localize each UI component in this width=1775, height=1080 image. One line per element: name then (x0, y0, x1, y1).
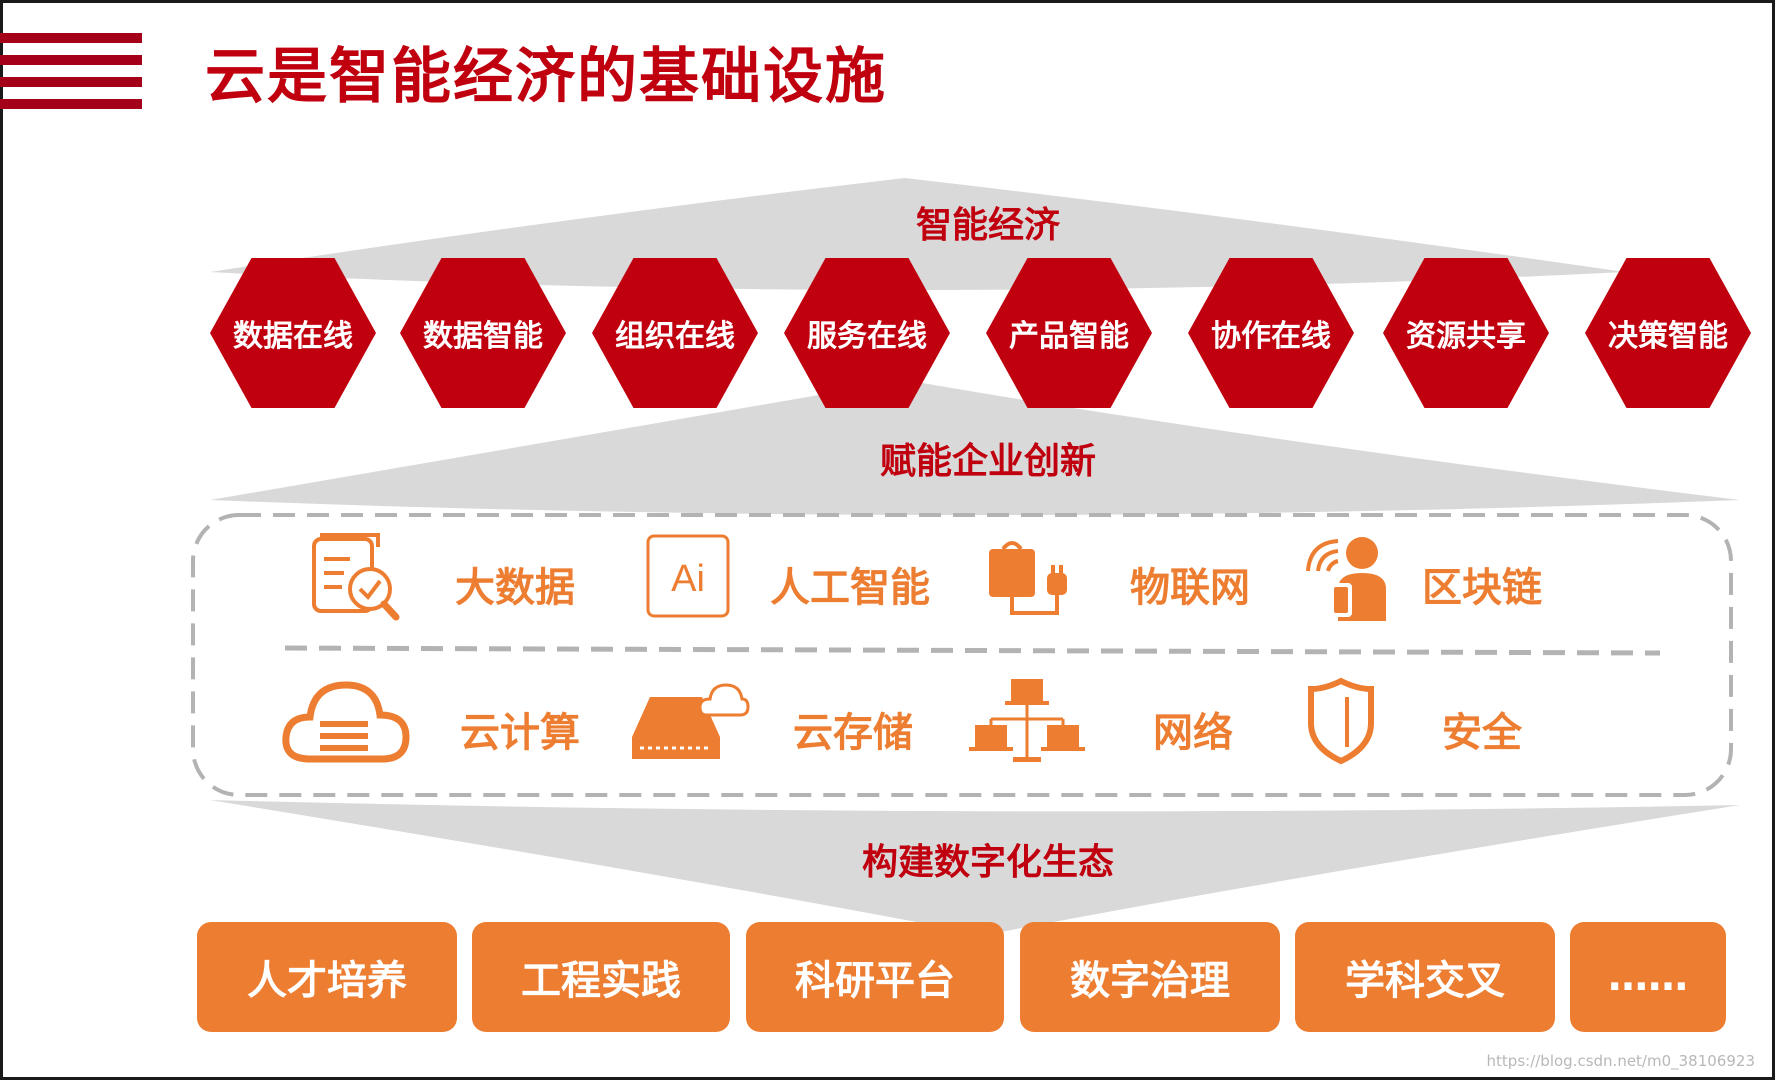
band-label-top: 智能经济 (915, 205, 1060, 246)
cloud-storage-icon (632, 683, 750, 759)
document-search-icon (312, 533, 400, 621)
tech-label: 人工智能 (770, 565, 930, 611)
hexagon-item: 组织在线 (592, 258, 758, 408)
ecosystem-box: 工程实践 (472, 922, 730, 1032)
band-label-middle: 赋能企业创新 (879, 441, 1096, 482)
middle-arrow-shape (210, 380, 1740, 515)
ecosystem-box: 人才培养 (197, 922, 457, 1032)
hexagon-item: 服务在线 (784, 258, 950, 408)
tech-label: 网络 (1153, 710, 1233, 756)
panel-divider (284, 645, 1661, 656)
bottom-arrow-shape (210, 800, 1740, 935)
tech-label: 物联网 (1130, 565, 1250, 611)
band-label-bottom: 构建数字化生态 (861, 842, 1114, 883)
ecosystem-box: 学科交叉 (1295, 922, 1555, 1032)
shield-icon (1308, 677, 1374, 765)
tech-label: 安全 (1442, 710, 1522, 756)
network-icon (969, 679, 1085, 762)
tech-label: 大数据 (455, 565, 575, 611)
cloud-icon (282, 681, 410, 763)
plug-device-icon (989, 541, 1067, 615)
stripes-logo-icon (0, 33, 142, 109)
ecosystem-box: 科研平台 (746, 922, 1004, 1032)
ai-icon: Ai (646, 534, 730, 618)
ecosystem-box: …… (1570, 922, 1726, 1032)
person-wifi-icon (1306, 537, 1386, 621)
watermark-text: https://blog.csdn.net/m0_38106923 (1486, 1052, 1755, 1070)
svg-text:Ai: Ai (671, 558, 705, 600)
page-title: 云是智能经济的基础设施 (205, 42, 887, 112)
tech-label: 云计算 (460, 710, 580, 756)
tech-label: 云存储 (793, 710, 913, 756)
ecosystem-box: 数字治理 (1020, 922, 1280, 1032)
tech-label: 区块链 (1422, 565, 1542, 611)
